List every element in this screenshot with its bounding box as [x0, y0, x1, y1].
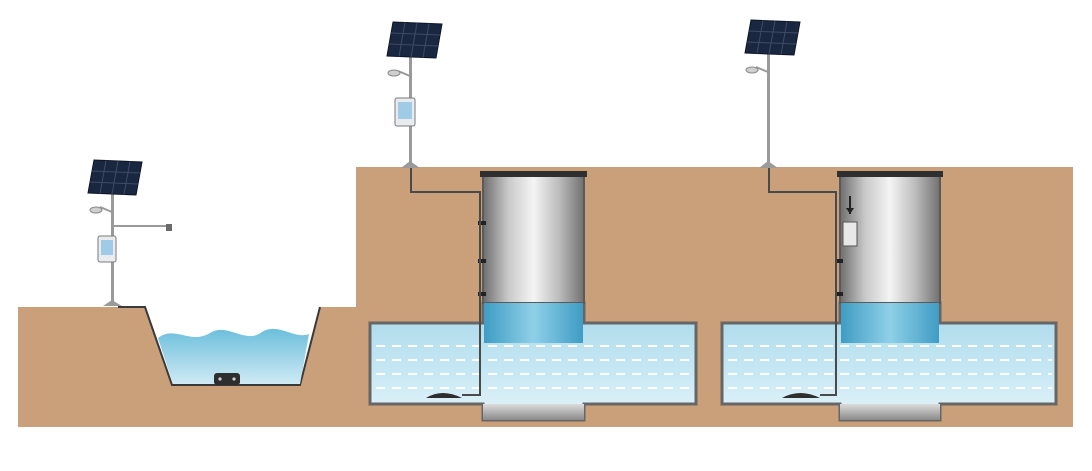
manhole-pipe-1 [368, 168, 698, 422]
level-probe-icon [835, 259, 843, 296]
shaft-1-water [484, 303, 583, 343]
ditch-water [158, 328, 309, 384]
radar-sensor-icon [166, 224, 172, 231]
solar-station-2 [386, 21, 443, 168]
street-lamp-icon [387, 69, 411, 77]
shaft-2-water [841, 303, 939, 343]
solar-station-3 [744, 19, 801, 168]
pipe-2-bottom [840, 404, 940, 420]
radar-sensor-icon [842, 196, 858, 247]
ditch [158, 328, 309, 385]
ultrasonic-flow-sensor-icon [426, 393, 462, 398]
shaft-1-top [480, 171, 587, 177]
street-lamp-icon [89, 206, 113, 214]
solar-panel-icon [87, 159, 143, 196]
shaft-2-top [837, 171, 943, 177]
pipe-2-flow-lines [728, 345, 1052, 389]
cable-1 [410, 168, 481, 396]
cable-2 [768, 168, 837, 396]
solar-panel-icon [386, 21, 443, 59]
solar-panel-icon [744, 19, 801, 56]
shaft-1 [482, 172, 585, 304]
data-logger-icon [97, 235, 117, 263]
ditch-flow-sensor-icon [214, 373, 240, 385]
pipe-1-flow-lines [376, 345, 692, 389]
pole-3 [767, 52, 770, 166]
ultrasonic-flow-sensor-icon [782, 393, 820, 398]
solar-station-1 [87, 159, 172, 306]
level-probe-icon [478, 221, 486, 296]
pipe-1-bottom [483, 404, 584, 420]
street-lamp-icon [745, 66, 769, 74]
ditch-outline [118, 306, 321, 386]
data-logger-icon [394, 97, 416, 127]
manhole-pipe-2 [720, 168, 1058, 422]
